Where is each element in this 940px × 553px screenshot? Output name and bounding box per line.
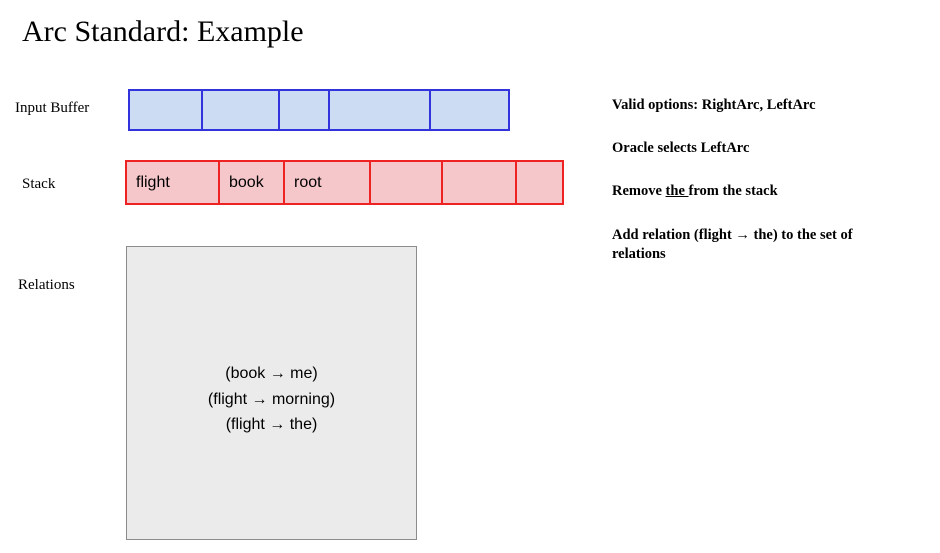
relations-list: (book → me) (flight → morning) (flight →… [127, 361, 416, 438]
relation-item: (flight → the) [225, 416, 318, 433]
stack-cell [443, 162, 517, 203]
stack-cell [517, 162, 562, 203]
note-oracle-selection: Oracle selects LeftArc [612, 139, 862, 158]
stack-cell: root [285, 162, 371, 203]
stack-label: Stack [22, 176, 56, 192]
note-remove-word: the [665, 183, 689, 199]
input-buffer-cell [431, 91, 508, 129]
input-buffer-label: Input Buffer [15, 100, 90, 116]
relation-item: (flight → morning) [207, 390, 336, 408]
note-add-relation: Add relation (flight → the) to the set o… [612, 227, 853, 262]
page-title: Arc Standard: Example [22, 15, 304, 48]
stack-cell: flight [127, 162, 220, 203]
relations-label: Relations [18, 277, 75, 293]
note-remove-instruction: Remove the from the stack [612, 182, 862, 201]
note-remove-suffix: from the stack [688, 183, 778, 199]
stack-cell [371, 162, 443, 203]
stack-cell: book [220, 162, 285, 203]
input-buffer-cell [203, 91, 280, 129]
input-buffer-cell [280, 91, 330, 129]
notes-column: Valid options: RightArc, LeftArc Oracle … [612, 96, 862, 264]
input-buffer-cell [330, 91, 431, 129]
stack-strip: flight book root [125, 160, 564, 205]
note-oracle-text: Oracle selects LeftArc [612, 140, 750, 156]
input-buffer-cell [130, 91, 203, 129]
input-buffer-strip [128, 89, 510, 131]
note-valid-options: Valid options: RightArc, LeftArc [612, 97, 816, 113]
relation-item: (book → me) [225, 365, 318, 382]
note-remove-prefix: Remove [612, 183, 666, 199]
relations-box: (book → me) (flight → morning) (flight →… [126, 246, 417, 540]
